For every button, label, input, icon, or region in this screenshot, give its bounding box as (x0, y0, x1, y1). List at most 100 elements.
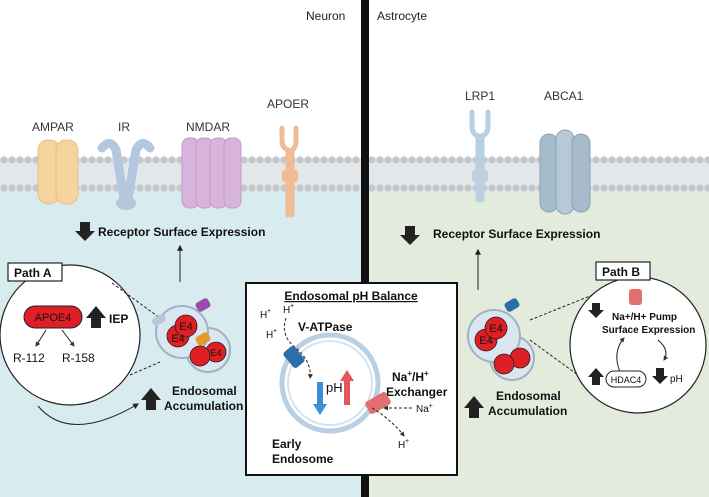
path-a-link-bottom (129, 361, 161, 376)
membrane-lipid-head (528, 184, 536, 192)
membrane-lipid-head (600, 184, 608, 192)
iep-up-arrow-icon (86, 306, 106, 328)
neuron-endosome-cluster (152, 298, 231, 373)
center-ph-label: pH (326, 380, 343, 395)
membrane-lipid-head (448, 156, 456, 164)
cleavage-r112: R-112 (13, 351, 45, 365)
membrane-lipid-head (656, 184, 664, 192)
membrane-lipid-head (400, 156, 408, 164)
cleavage-r158: R-158 (62, 351, 95, 365)
early-endosome-line2: Endosome (272, 452, 334, 466)
iep-label: IEP (109, 312, 128, 326)
early-endosome-line1: Early (272, 437, 302, 451)
nmdar-receptor (181, 137, 242, 209)
membrane-lipid-head (688, 184, 696, 192)
section-divider (361, 0, 369, 497)
path-a-label: Path A (14, 266, 52, 280)
membrane-lipid-head (608, 156, 616, 164)
membrane-lipid-head (416, 156, 424, 164)
path-b-link-bottom (529, 339, 583, 379)
membrane-lipid-head (24, 156, 32, 164)
svg-text:H: H (283, 305, 290, 316)
astrocyte-accumulation-up-arrow-icon (464, 396, 484, 418)
membrane-lipid-head (0, 184, 8, 192)
membrane-lipid-head (160, 156, 168, 164)
abca1-label: ABCA1 (544, 89, 584, 103)
membrane-lipid-head (496, 184, 504, 192)
membrane-lipid-head (640, 156, 648, 164)
membrane-lipid-head (464, 184, 472, 192)
proton-efflux-arrow (371, 407, 405, 437)
membrane-lipid-head (592, 184, 600, 192)
ir-label: IR (118, 120, 130, 134)
membrane-lipid-head (328, 156, 336, 164)
membrane-lipid-head (648, 156, 656, 164)
pump-down-arrow-icon (588, 303, 604, 318)
apoer-receptor (279, 125, 299, 218)
vatpase-icon (283, 346, 305, 368)
path-b-label: Path B (602, 265, 640, 279)
hdac4-up-arrow-icon (588, 368, 604, 385)
svg-text:+: + (405, 438, 409, 445)
membrane-lipid-head (592, 156, 600, 164)
membrane-lipid-head (432, 156, 440, 164)
membrane-lipid-head (384, 156, 392, 164)
membrane-lipid-head (600, 156, 608, 164)
membrane-lipid-head (488, 184, 496, 192)
neuron-accumulation-line1: Endosomal (172, 384, 237, 398)
membrane-lipid-head (608, 184, 616, 192)
membrane-lipid-head (256, 184, 264, 192)
membrane-lipid-head (328, 184, 336, 192)
membrane-lipid-head (688, 156, 696, 164)
neuron-e4-c: E4 (210, 348, 221, 358)
membrane-lipid-head (416, 184, 424, 192)
ph-balance-title: Endosomal pH Balance (284, 289, 418, 303)
membrane-lipid-head (264, 184, 272, 192)
astrocyte-section-label: Astrocyte (377, 9, 427, 23)
membrane-lipid-head (624, 156, 632, 164)
svg-text:H: H (398, 440, 405, 451)
ph-up-red-arrow-icon (340, 370, 354, 405)
membrane-lipid-head (464, 156, 472, 164)
membrane-lipid-head (488, 156, 496, 164)
membrane-lipid-head (96, 156, 104, 164)
membrane-lipid-head (240, 184, 248, 192)
proton-top-b: H + (283, 303, 294, 316)
membrane-lipid-head (672, 184, 680, 192)
ir-kinase-domain (116, 196, 136, 210)
exchanger-line1: Na+/H+ (392, 369, 429, 384)
membrane-lipid-head (320, 184, 328, 192)
membrane-lipid-head (680, 184, 688, 192)
proton-top-c: H + (266, 328, 277, 341)
membrane-lipid-head (440, 156, 448, 164)
membrane-lipid-head (336, 156, 344, 164)
membrane-lipid-head (440, 184, 448, 192)
apoe4-label: APOE4 (35, 312, 72, 324)
membrane-lipid-head (648, 184, 656, 192)
astrocyte-surface-expression: Receptor Surface Expression (433, 227, 600, 241)
membrane-lipid-head (376, 184, 384, 192)
neuron-section-label: Neuron (306, 9, 345, 23)
membrane-lipid-head (160, 184, 168, 192)
cleave-arrow-right (61, 329, 75, 347)
membrane-lipid-head (664, 156, 672, 164)
vatpase-label: V-ATPase (298, 320, 353, 334)
membrane-lipid-head (392, 156, 400, 164)
neuron-accumulation-up-arrow-icon (141, 388, 161, 410)
membrane-lipid-head (512, 156, 520, 164)
early-endosome-inner (287, 340, 373, 426)
pump-line2: Surface Expression (602, 325, 695, 336)
membrane-lipid-head (424, 156, 432, 164)
apoer-transmembrane (282, 170, 298, 182)
membrane-lipid-head (408, 156, 416, 164)
membrane-lipid-head (664, 184, 672, 192)
membrane-lipid-head (144, 156, 152, 164)
membrane-lipid-head (344, 184, 352, 192)
membrane-lipid-head (16, 184, 24, 192)
membrane-lipid-head (272, 184, 280, 192)
membrane-lipid-head (528, 156, 536, 164)
astrocyte-e4-b: E4 (479, 335, 492, 347)
astrocyte-endosome-cluster (467, 298, 535, 381)
membrane-lipid-head (704, 184, 709, 192)
membrane-lipid-head (520, 184, 528, 192)
